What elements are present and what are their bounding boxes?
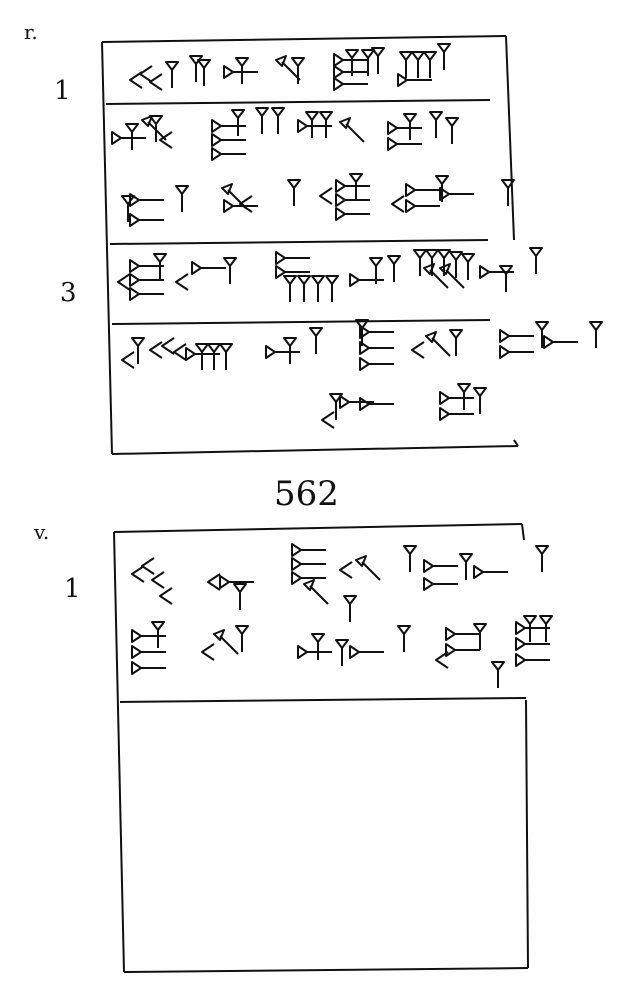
obverse-line-number-3: 3 bbox=[60, 278, 77, 308]
obverse-line-number-1: 1 bbox=[54, 76, 71, 106]
obverse-side-label: r. bbox=[24, 20, 38, 44]
reverse-signs-line-1 bbox=[131, 543, 549, 623]
obverse-signs-line-4 bbox=[121, 319, 603, 371]
obverse-signs-line-2 bbox=[111, 107, 459, 161]
obverse-signs-line-1 bbox=[129, 43, 451, 91]
reverse-signs-line-2 bbox=[131, 615, 553, 689]
obverse-signs-line-3 bbox=[117, 247, 543, 303]
reverse-line-number-1: 1 bbox=[64, 574, 81, 604]
reverse-side-label: v. bbox=[34, 520, 50, 544]
obverse-signs-line-2b bbox=[121, 173, 515, 227]
obverse-ruling-lines bbox=[105, 99, 491, 325]
reverse-ruling-lines bbox=[119, 697, 527, 703]
obverse-tablet-frame bbox=[101, 35, 519, 455]
tablet-number: 562 bbox=[274, 474, 339, 514]
reverse-tablet-frame bbox=[113, 523, 529, 973]
obverse-signs-line-5 bbox=[321, 383, 487, 429]
